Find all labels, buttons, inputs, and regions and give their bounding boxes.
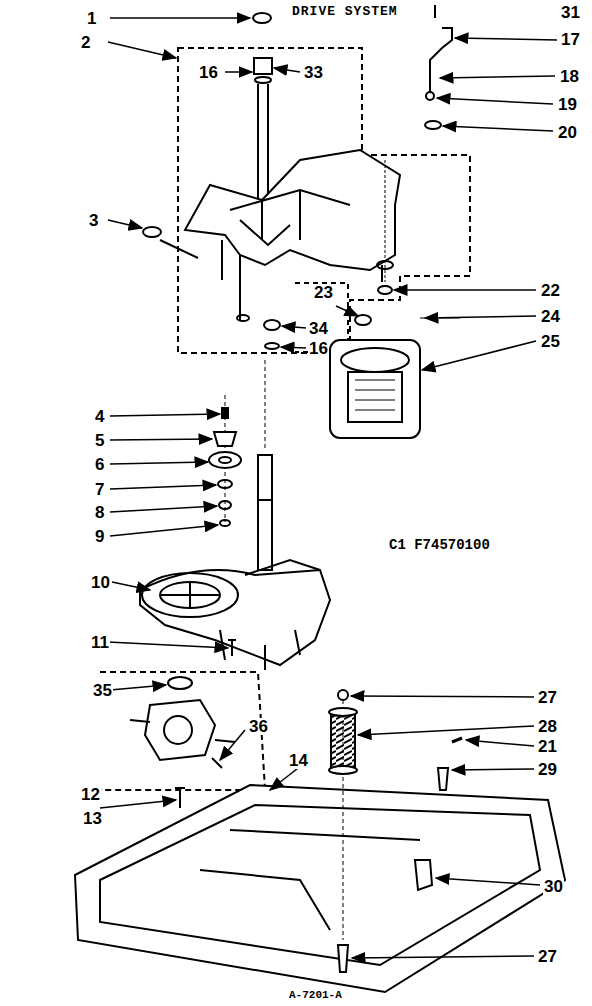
callout-number: 20: [557, 124, 578, 141]
callout-number: 21: [537, 738, 558, 755]
callout-number: 36: [248, 718, 269, 735]
callout-number: 14: [288, 752, 309, 769]
callout-number: 34: [308, 320, 329, 337]
callout-number: 28: [537, 718, 558, 735]
callout-number: 31: [560, 4, 581, 21]
callout-number: 12: [80, 786, 101, 803]
callout-number: 27: [537, 689, 558, 706]
callout-number: 4: [94, 408, 105, 425]
callout-number: 33: [303, 64, 324, 81]
callout-number: 17: [560, 31, 581, 48]
callout-number: 7: [94, 481, 105, 498]
callout-number: 2: [80, 34, 91, 51]
model-number: C1 F74570100: [388, 538, 491, 552]
callout-number: 19: [557, 96, 578, 113]
callout-number: 9: [94, 528, 105, 545]
callout-number: 13: [82, 810, 103, 827]
callout-number: 30: [543, 878, 564, 895]
callout-number: 18: [559, 68, 580, 85]
callout-number: 6: [94, 456, 105, 473]
callout-number: 22: [540, 282, 561, 299]
callout-number: 25: [540, 333, 561, 350]
callout-number: 3: [88, 212, 99, 229]
callout-number: 1: [86, 10, 97, 27]
callout-number: 8: [94, 504, 105, 521]
callout-number: 11: [90, 634, 110, 651]
callout-number: 16: [198, 64, 219, 81]
callout-number: 27: [537, 948, 558, 965]
drawing-code: A-7201-A: [288, 990, 343, 1001]
diagram-title: DRIVE SYSTEM: [292, 4, 398, 19]
callout-number: 29: [537, 761, 558, 778]
callout-number: 16: [308, 340, 329, 357]
callout-number: 24: [540, 308, 561, 325]
callout-number: 35: [92, 682, 113, 699]
callout-number: 10: [90, 574, 111, 591]
callout-number: 5: [94, 432, 105, 449]
callout-number: 23: [313, 284, 334, 301]
